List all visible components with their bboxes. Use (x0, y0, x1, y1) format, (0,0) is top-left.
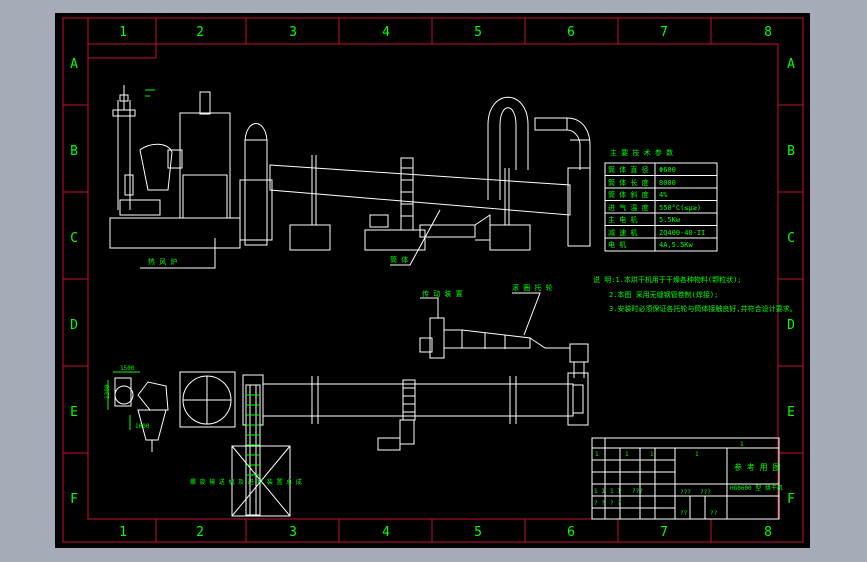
top-left-box (87, 43, 157, 59)
row-label-right-A: A (787, 57, 795, 72)
callout-drum: 筒 体 (390, 255, 408, 264)
spec-label-2: 筒 体 斜 度 (608, 190, 649, 199)
note-line-1: 说 明:1.本烘干机用于干燥各种物料(颗粒状); (593, 275, 742, 284)
spec-label-1: 筒 体 长 度 (608, 178, 649, 187)
spec-value-2: 4% (659, 191, 668, 199)
row-label-C: C (70, 231, 78, 246)
col-label-8: 8 (764, 25, 772, 40)
col-label-5: 5 (474, 25, 482, 40)
title-block (591, 437, 780, 520)
title-left-mark-4: ? ? (610, 500, 621, 507)
title-scale-mark-0: 1 (595, 451, 599, 458)
spec-label-4: 主 电 机 (608, 215, 637, 224)
spec-value-6: 4A,5.5Kw (659, 241, 694, 249)
dimension-1000: 1000 (135, 423, 150, 430)
col-label-6: 6 (567, 25, 575, 40)
col-label-3: 3 (289, 25, 297, 40)
col-label-4: 4 (382, 25, 390, 40)
title-scale-mark-4: 1 (740, 441, 744, 448)
row-label-D: D (70, 318, 78, 333)
title-left-mark-2: ??? (632, 488, 643, 495)
dimension-lines (107, 371, 140, 430)
row-label-right-E: E (787, 405, 795, 420)
conveyor-stripes (246, 394, 260, 476)
title-scale-mark-3: 1 (695, 451, 699, 458)
title-left-mark-3: ? ? (594, 500, 605, 507)
spec-table-heading: 主 要 技 术 参 数 (610, 148, 673, 157)
column-labels-top: 1 2 3 4 5 6 7 8 (119, 25, 772, 40)
row-label-F: F (70, 492, 78, 507)
title-mid-mark-3: ?? (710, 510, 718, 517)
spec-label-0: 筒 体 直 径 (608, 165, 649, 174)
column-labels-bottom: 1 2 3 4 5 6 7 8 (119, 525, 772, 540)
dimension-1300: 1300 (104, 384, 111, 399)
spec-value-5: ZQ400-40-II (659, 229, 705, 237)
row-dividers (63, 104, 803, 454)
sheet-frame (62, 17, 804, 543)
notes: 说 明:1.本烘干机用于干燥各种物料(颗粒状); 2.本图 采用无缝钢管卷制(焊… (593, 275, 797, 313)
furnace-plan (179, 371, 236, 428)
title-drawing-number: HG0600 型 烘干机 (730, 484, 783, 492)
col-label-2: 2 (196, 25, 204, 40)
note-line-3: 3.安装时必须保证各托轮与筒体接触良好,并符合设计要求。 (609, 304, 797, 313)
callout-conveyor: 螺 旋 输 送 机 及 进 料 装 置 总 成 (190, 478, 302, 486)
callout-drive: 传 动 装 置 (422, 289, 463, 298)
column-dividers (155, 18, 712, 542)
title-mid-mark-0: ??? (680, 489, 691, 496)
row-label-right-B: B (787, 144, 795, 159)
title-drawing-name: 参 考 用 图 (734, 462, 780, 472)
callout-hot-furnace: 热 风 炉 (148, 257, 177, 266)
spec-value-0: Φ600 (659, 166, 676, 174)
row-label-right-C: C (787, 231, 795, 246)
col-label-bottom-3: 3 (289, 525, 297, 540)
note-line-2: 2.本图 采用无缝钢管卷制(焊接); (609, 290, 718, 299)
row-label-right-F: F (787, 492, 795, 507)
title-scale-mark-1: 1 (625, 451, 629, 458)
title-left-mark-0: 1 1 (594, 488, 605, 495)
elevation-callouts (140, 209, 441, 269)
spec-value-1: 8000 (659, 179, 676, 187)
row-label-right-D: D (787, 318, 795, 333)
row-label-B: B (70, 144, 78, 159)
drawing-sheet (55, 13, 810, 548)
row-label-E: E (70, 405, 78, 420)
col-label-bottom-6: 6 (567, 525, 575, 540)
spec-table: 主 要 技 术 参 数 筒 体 直 径 Φ600 筒 体 长 度 8000 筒 … (604, 148, 718, 252)
spec-value-3: 550°C(≤μ≥) (659, 204, 701, 212)
col-label-1: 1 (119, 25, 127, 40)
row-labels-right: A B C D E F (787, 57, 795, 507)
col-label-7: 7 (660, 25, 668, 40)
col-label-bottom-4: 4 (382, 525, 390, 540)
spec-value-4: 5.5Kw (659, 216, 681, 224)
col-label-bottom-1: 1 (119, 525, 127, 540)
callout-rolling-ring: 滚 圈 托 轮 (512, 283, 553, 292)
spec-label-6: 电 机 (608, 240, 626, 249)
row-label-A: A (70, 57, 78, 72)
spec-label-5: 减 速 机 (608, 228, 637, 237)
title-left-mark-1: 1 1 (610, 488, 621, 495)
title-scale-mark-2: 1 (650, 451, 654, 458)
spec-label-3: 进 气 温 度 (608, 203, 649, 212)
title-mid-mark-1: ??? (700, 489, 711, 496)
row-labels-left: A B C D E F (70, 57, 78, 507)
elevation-view (109, 85, 591, 251)
col-label-bottom-5: 5 (474, 525, 482, 540)
rotary-drum (269, 164, 571, 216)
col-label-bottom-8: 8 (764, 525, 772, 540)
conveyor-plan (231, 445, 291, 517)
drive-detail-view (419, 317, 589, 378)
col-label-bottom-7: 7 (660, 525, 668, 540)
dimension-1500: 1500 (120, 365, 135, 372)
title-mid-mark-2: ?? (680, 510, 688, 517)
col-label-bottom-2: 2 (196, 525, 204, 540)
plan-view (114, 371, 589, 517)
